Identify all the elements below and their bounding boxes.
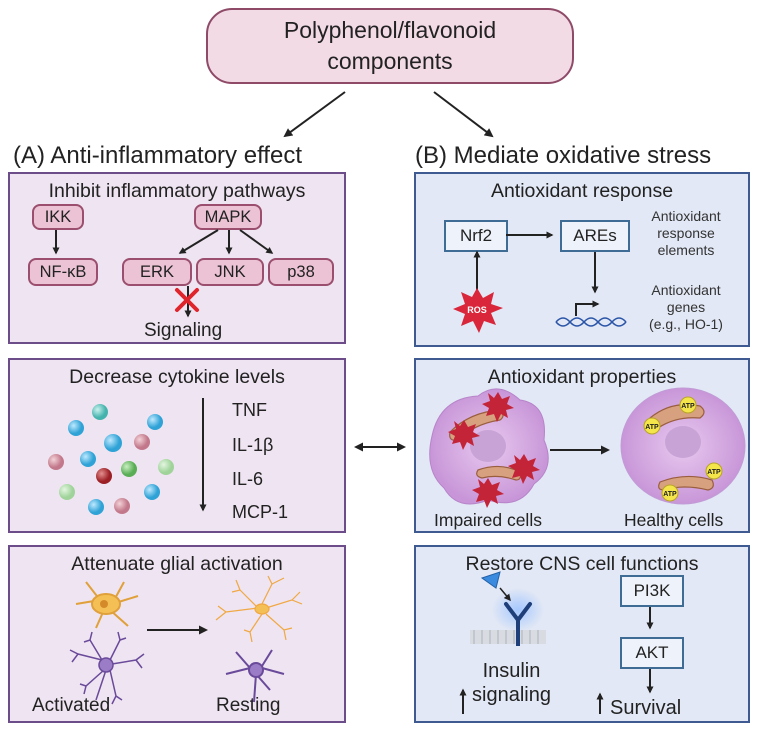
ros-burst-icon: [448, 392, 540, 508]
polyphenol-title-box: Polyphenol/flavonoid components: [206, 8, 574, 84]
healthy-cells-label: Healthy cells: [624, 510, 724, 530]
resting-neuron-icon: [225, 649, 285, 703]
ros-text: ROS: [467, 305, 487, 315]
column-b-heading: (B) Mediate oxidative stress: [415, 142, 712, 169]
resting-microglia-icon: [215, 575, 303, 643]
signaling-label: Signaling: [144, 320, 223, 341]
panel-title: Restore CNS cell functions: [465, 553, 699, 575]
p38-node: p38: [268, 258, 334, 286]
nfkb-node: NF-κB: [28, 258, 98, 286]
antioxidant-genes-label: Antioxidant genes (e.g., HO-1): [649, 282, 723, 332]
panel-cytokine-levels: Decrease cytokine levels TNF IL-1β IL-6 …: [8, 358, 346, 533]
akt-node: AKT: [620, 637, 684, 669]
ares-node: AREs: [560, 220, 630, 252]
column-a-heading: (A) Anti-inflammatory effect: [13, 142, 302, 169]
panel-title: Decrease cytokine levels: [69, 366, 285, 388]
polyphenol-title: Polyphenol/flavonoid components: [283, 17, 497, 74]
jnk-node: JNK: [196, 258, 264, 286]
impaired-cells-label: Impaired cells: [434, 510, 542, 530]
panel-title: Antioxidant properties: [487, 366, 677, 388]
panel-title: Attenuate glial activation: [71, 553, 283, 575]
pi3k-node: PI3K: [620, 575, 684, 607]
ros-burst-icon: ROS: [453, 288, 503, 333]
mapk-node: MAPK: [194, 204, 262, 230]
il1b-label: IL-1β: [232, 435, 274, 455]
ligand-icon: [480, 571, 501, 589]
panel-title: Antioxidant response: [490, 180, 674, 202]
mcp1-label: MCP-1: [232, 502, 289, 522]
svg-text:ATP: ATP: [645, 424, 659, 431]
survival-label: Survival: [610, 697, 682, 719]
svg-text:ATP: ATP: [663, 491, 677, 498]
svg-text:ATP: ATP: [707, 469, 721, 476]
cytokine-sphere-icon: [48, 404, 174, 515]
panel-glial-activation: Attenuate glial activation Activated Res…: [8, 545, 346, 723]
neuron-icon: [69, 631, 145, 705]
tnf-label: TNF: [232, 400, 267, 420]
activated-label: Activated: [32, 695, 111, 716]
resting-label: Resting: [216, 695, 281, 716]
ikk-node: IKK: [32, 204, 84, 230]
dna-icon: [555, 317, 627, 327]
red-x-icon: [175, 288, 199, 312]
atp-icon: ATP ATP ATP ATP: [643, 396, 723, 502]
ares-description: Antioxidant response elements: [651, 208, 721, 258]
insulin-signaling-label: Insulin signaling: [472, 660, 551, 706]
panel-inhibit-pathways: Inhibit inflammatory pathways IKK NF-κB …: [8, 172, 346, 344]
erk-node: ERK: [122, 258, 192, 286]
il6-label: IL-6: [232, 469, 264, 489]
microglia-icon: [75, 581, 139, 629]
svg-text:ATP: ATP: [681, 403, 695, 410]
panel-title: Inhibit inflammatory pathways: [48, 180, 306, 202]
healthy-cell-icon: ATP ATP ATP ATP: [620, 387, 746, 505]
